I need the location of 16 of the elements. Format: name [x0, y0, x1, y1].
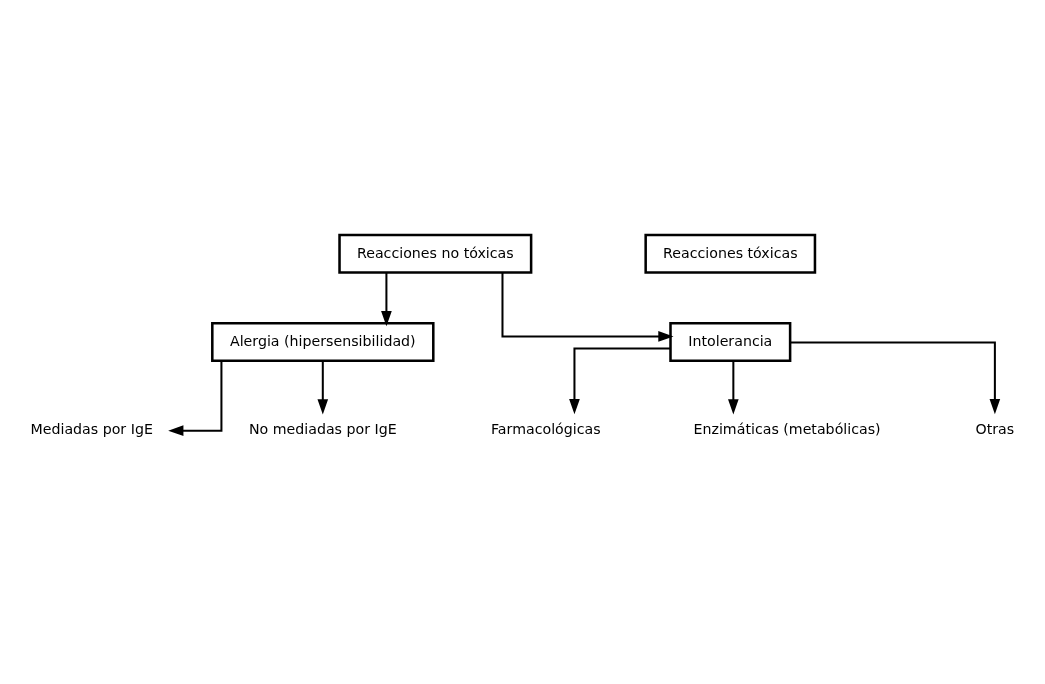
node-box: Reacciones tóxicas — [644, 233, 817, 274]
arrow — [790, 341, 1001, 415]
node-text: Otras — [975, 420, 1015, 437]
arrow — [317, 361, 329, 415]
node-text: Mediadas por IgE — [30, 420, 153, 437]
arrow — [728, 361, 739, 415]
arrow — [168, 360, 223, 437]
node-text: No mediadas por IgE — [248, 420, 397, 437]
node-box: Reacciones no tóxicas — [338, 233, 533, 274]
node-box: Alergia (hipersensibilidad) — [211, 322, 435, 362]
arrow — [501, 272, 674, 342]
node-text: Farmacológicas — [491, 420, 601, 437]
arrow — [569, 347, 671, 415]
arrow — [381, 272, 392, 327]
node-text: Enzimáticas (metabólicas) — [693, 420, 881, 437]
node-box: Intolerancia — [669, 322, 792, 362]
